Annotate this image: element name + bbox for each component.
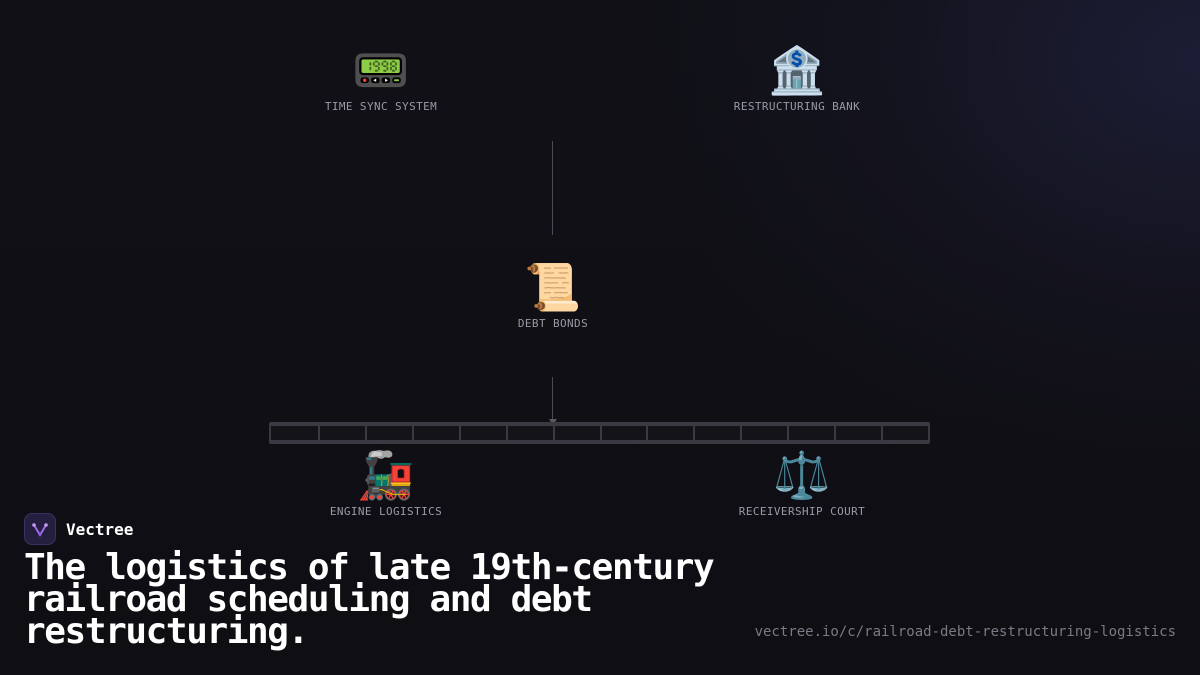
node-label: TIME SYNC SYSTEM	[324, 100, 438, 113]
connector-line	[552, 141, 553, 235]
node-receivership-court: ⚖️ RECEIVERSHIP COURT	[702, 449, 902, 518]
bank-icon: 🏦	[768, 43, 826, 97]
node-debt-bonds: 📜 DEBT BONDS	[453, 261, 653, 330]
locomotive-icon: 🚂	[357, 448, 415, 502]
track-tie	[553, 424, 555, 442]
pager-icon: 📟	[352, 43, 410, 97]
page-title: The logistics of late 19th-century railr…	[24, 547, 715, 652]
vectree-logo-icon	[24, 513, 56, 545]
scroll-icon: 📜	[524, 260, 582, 314]
connector-line	[552, 377, 553, 419]
node-label: ENGINE LOGISTICS	[329, 505, 443, 518]
track-tie	[459, 424, 461, 442]
railroad-track	[269, 422, 930, 444]
track-tie	[787, 424, 789, 442]
node-engine-logistics: 🚂 ENGINE LOGISTICS	[286, 449, 486, 518]
page-url[interactable]: vectree.io/c/railroad-debt-restructuring…	[754, 624, 1176, 640]
node-time-sync-system: 📟 TIME SYNC SYSTEM	[281, 44, 481, 113]
scales-icon: ⚖️	[773, 448, 831, 502]
track-tie	[412, 424, 414, 442]
track-tie	[740, 424, 742, 442]
track-rail	[271, 440, 928, 442]
track-tie	[318, 424, 320, 442]
track-tie	[600, 424, 602, 442]
node-label: DEBT BONDS	[517, 317, 589, 330]
brand: Vectree	[24, 512, 133, 546]
track-tie	[646, 424, 648, 442]
node-label: RECEIVERSHIP COURT	[738, 505, 866, 518]
track-tie	[881, 424, 883, 442]
track-tie	[693, 424, 695, 442]
track-tie	[365, 424, 367, 442]
node-restructuring-bank: 🏦 RESTRUCTURING BANK	[697, 44, 897, 113]
brand-name: Vectree	[66, 519, 134, 539]
track-tie	[834, 424, 836, 442]
track-rail	[271, 424, 928, 426]
track-tie	[506, 424, 508, 442]
node-label: RESTRUCTURING BANK	[733, 100, 861, 113]
